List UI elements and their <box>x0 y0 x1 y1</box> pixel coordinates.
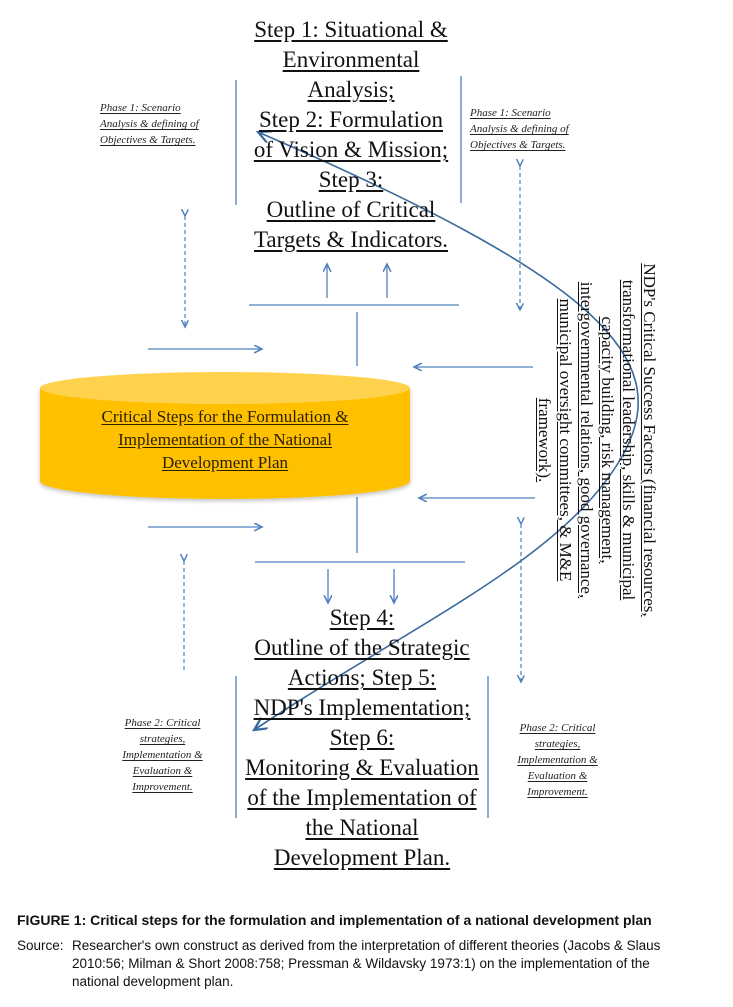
phase2-left-line: Evaluation & <box>132 765 193 777</box>
step6-line5: Development Plan. <box>273 845 451 870</box>
csf-line: framework). <box>535 397 554 483</box>
phase1-left-label: Phase 1: Scenario Analysis & defining of… <box>100 100 232 148</box>
feedback-curve-arrow <box>253 132 640 731</box>
step3-line1: Step 3: <box>318 167 384 192</box>
csf-line: capacity building, risk management, <box>598 316 617 564</box>
step6-line1: Step 6: <box>329 725 395 750</box>
connector-layer <box>148 76 640 818</box>
step6-line3: of the Implementation of <box>247 785 477 810</box>
cylinder-line: Critical Steps for the Formulation & <box>101 407 349 426</box>
csf-line: intergovernmental relations, good govern… <box>577 281 596 599</box>
step1-line1: Step 1: Situational & <box>254 17 448 42</box>
bottom-steps-text: Step 4: Outline of the Strategic Actions… <box>236 603 488 873</box>
curve-lower-arrowhead-layer <box>0 699 301 900</box>
csf-line: transformational leadership, skills & mu… <box>619 279 638 601</box>
phase2-right-line: Improvement. <box>527 786 588 798</box>
step2-line1: Step 2: Formulation <box>259 107 443 132</box>
phase2-right-line: strategies, <box>534 738 581 750</box>
phase1-right-line: Objectives & Targets. <box>470 139 566 151</box>
phase2-left-line: strategies, <box>139 733 186 745</box>
phase2-right-line: Evaluation & <box>527 770 588 782</box>
step5-line2: NDP's Implementation; <box>253 695 471 720</box>
cylinder-body <box>40 388 410 499</box>
cylinder-line: Development Plan <box>161 453 289 472</box>
phase2-left-line: Phase 2: Critical <box>124 717 201 729</box>
center-cylinder <box>40 372 410 499</box>
source-line: 2010:56; Milman & Short 2008:758; Pressm… <box>72 956 650 971</box>
step5-line1: Actions; Step 5: <box>287 665 437 690</box>
figure-caption-title: FIGURE 1: Critical steps for the formula… <box>17 912 652 928</box>
phase2-right-label: Phase 2: Critical strategies, Implementa… <box>495 720 620 800</box>
csf-line: NDP's Critical Success Factors (financia… <box>640 263 659 617</box>
center-cylinder-label: Critical Steps for the Formulation & Imp… <box>60 405 390 474</box>
cylinder-line: Implementation of the National <box>118 430 332 449</box>
feedback-curve-lower-head <box>254 699 301 730</box>
phase2-left-line: Implementation & <box>122 749 203 761</box>
step2-line2: of Vision & Mission; <box>253 137 449 162</box>
phase1-right-label: Phase 1: Scenario Analysis & defining of… <box>470 105 602 153</box>
phase1-right-line: Analysis & defining of <box>470 123 569 135</box>
phase1-left-line: Objectives & Targets. <box>100 134 196 146</box>
figure-source-label: Source: <box>17 938 64 953</box>
phase2-right-line: Phase 2: Critical <box>519 722 596 734</box>
phase1-left-line: Phase 1: Scenario <box>100 102 181 114</box>
step4-line1: Step 4: <box>329 605 395 630</box>
phase1-left-line: Analysis & defining of <box>100 118 199 130</box>
top-steps-text: Step 1: Situational & Environmental Anal… <box>236 15 466 255</box>
step3-line3: Targets & Indicators. <box>253 227 449 252</box>
step6-line4: the National <box>305 815 419 840</box>
step4-line2: Outline of the Strategic <box>254 635 470 660</box>
step6-line2: Monitoring & Evaluation <box>245 755 479 780</box>
source-line: national development plan. <box>72 974 234 989</box>
phase2-left-label: Phase 2: Critical strategies, Implementa… <box>100 715 225 795</box>
phase1-right-line: Phase 1: Scenario <box>470 107 551 119</box>
source-line: Researcher's own construct as derived fr… <box>72 938 661 953</box>
step1-line3: Analysis; <box>307 77 395 102</box>
figure-source-text: Researcher's own construct as derived fr… <box>72 937 722 991</box>
cylinder-top <box>40 372 410 404</box>
step1-line2: Environmental <box>282 47 420 72</box>
csf-line: municipal oversight committees, & M&E <box>556 298 575 582</box>
critical-success-factors: NDP's Critical Success Factors (financia… <box>520 240 660 640</box>
phase2-left-line: Improvement. <box>132 781 193 793</box>
phase2-right-line: Implementation & <box>517 754 598 766</box>
step3-line2: Outline of Critical <box>266 197 436 222</box>
